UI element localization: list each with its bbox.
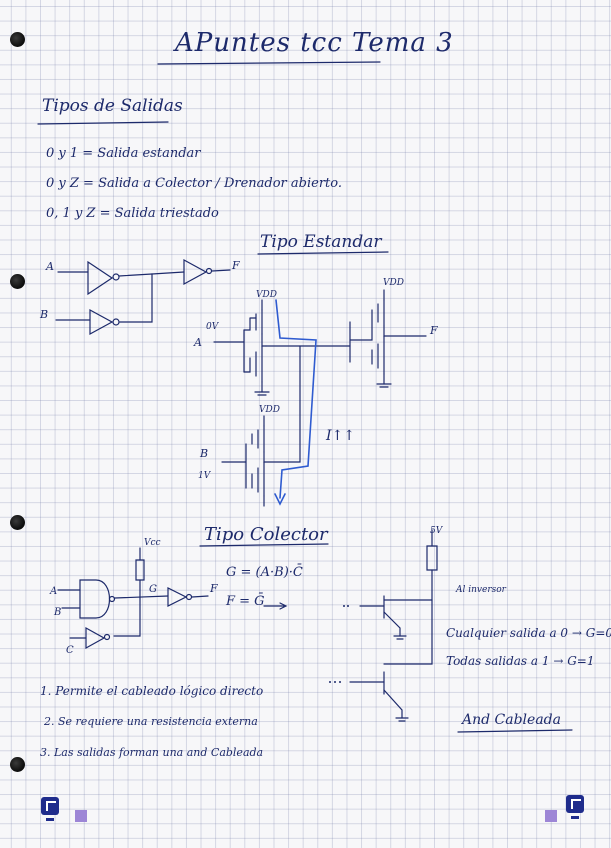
list-item: 1. Permite el cableado lógico directo: [40, 684, 264, 698]
and-cableada-label: And Cableada: [462, 712, 561, 728]
logo-icon: [566, 795, 584, 813]
note-line: Todas salidas a 1 → G=1: [446, 654, 595, 668]
logo-icon: [41, 797, 59, 815]
b-gate-label: B: [200, 447, 209, 460]
input-a-label: A: [50, 586, 58, 597]
vcc-label: Vcc: [144, 538, 161, 548]
cmos-stage-output: [350, 290, 426, 387]
gate-diagram-estandar: [56, 260, 230, 334]
output-f-label: F: [232, 259, 240, 272]
equation-f: F = Ḡ: [226, 594, 265, 609]
list-item: 3. Las salidas forman una and Cableada: [40, 746, 264, 759]
binder-hole: [10, 757, 25, 772]
logo-bar: [46, 818, 54, 821]
node-g-label: G: [149, 584, 157, 595]
heading-underline: [258, 252, 388, 254]
title-underline: [158, 62, 380, 64]
output-f-label: F: [210, 582, 218, 595]
input-b-label: B: [40, 308, 49, 321]
vdd-label: VDD: [383, 278, 404, 288]
vdd-label: VDD: [259, 405, 280, 415]
input-b-label: B: [54, 607, 62, 618]
cmos-stage-b: [222, 346, 300, 506]
b-voltage-label: 1V: [198, 471, 211, 481]
note-line: 0 y 1 = Salida estandar: [46, 146, 201, 161]
binder-hole: [10, 32, 25, 47]
square-marker: [545, 810, 557, 822]
heading-tipo-estandar: Tipo Estandar: [260, 232, 382, 252]
current-path: [275, 300, 316, 504]
heading-underline: [38, 122, 168, 124]
list-item: 2. Se requiere una resistencia externa: [44, 715, 258, 728]
equation-g: G = (A·B)·C̄: [226, 565, 303, 580]
note-line: 0, 1 y Z = Salida triestado: [46, 206, 219, 221]
square-marker: [75, 810, 87, 822]
gate-diagram-colector: [58, 548, 286, 648]
page-title: APuntes tcc Tema 3: [175, 28, 454, 58]
note-line: Cualquier salida a 0 → G=0: [446, 626, 611, 640]
supply-label: 5V: [430, 526, 443, 536]
input-c-label: C: [66, 645, 74, 656]
current-label: I↑↑: [326, 428, 355, 444]
note-line: 0 y Z = Salida a Colector / Drenador abi…: [46, 176, 342, 191]
binder-hole: [10, 515, 25, 530]
heading-underline: [200, 544, 328, 546]
binder-hole: [10, 274, 25, 289]
al-inversor-label: Al inversor: [456, 585, 506, 595]
heading-underline: [458, 730, 572, 732]
transistor-pair: [350, 530, 437, 721]
a-voltage-label: 0V: [206, 322, 219, 332]
input-a-label: A: [46, 260, 54, 273]
cmos-stage-a: [214, 300, 350, 395]
a-gate-label: A: [194, 336, 202, 349]
logo-bar: [571, 816, 579, 819]
heading-tipos-salidas: Tipos de Salidas: [42, 96, 183, 116]
output-f2-label: F: [430, 324, 438, 337]
heading-tipo-colector: Tipo Colector: [204, 524, 328, 545]
vdd-label: VDD: [256, 290, 277, 300]
